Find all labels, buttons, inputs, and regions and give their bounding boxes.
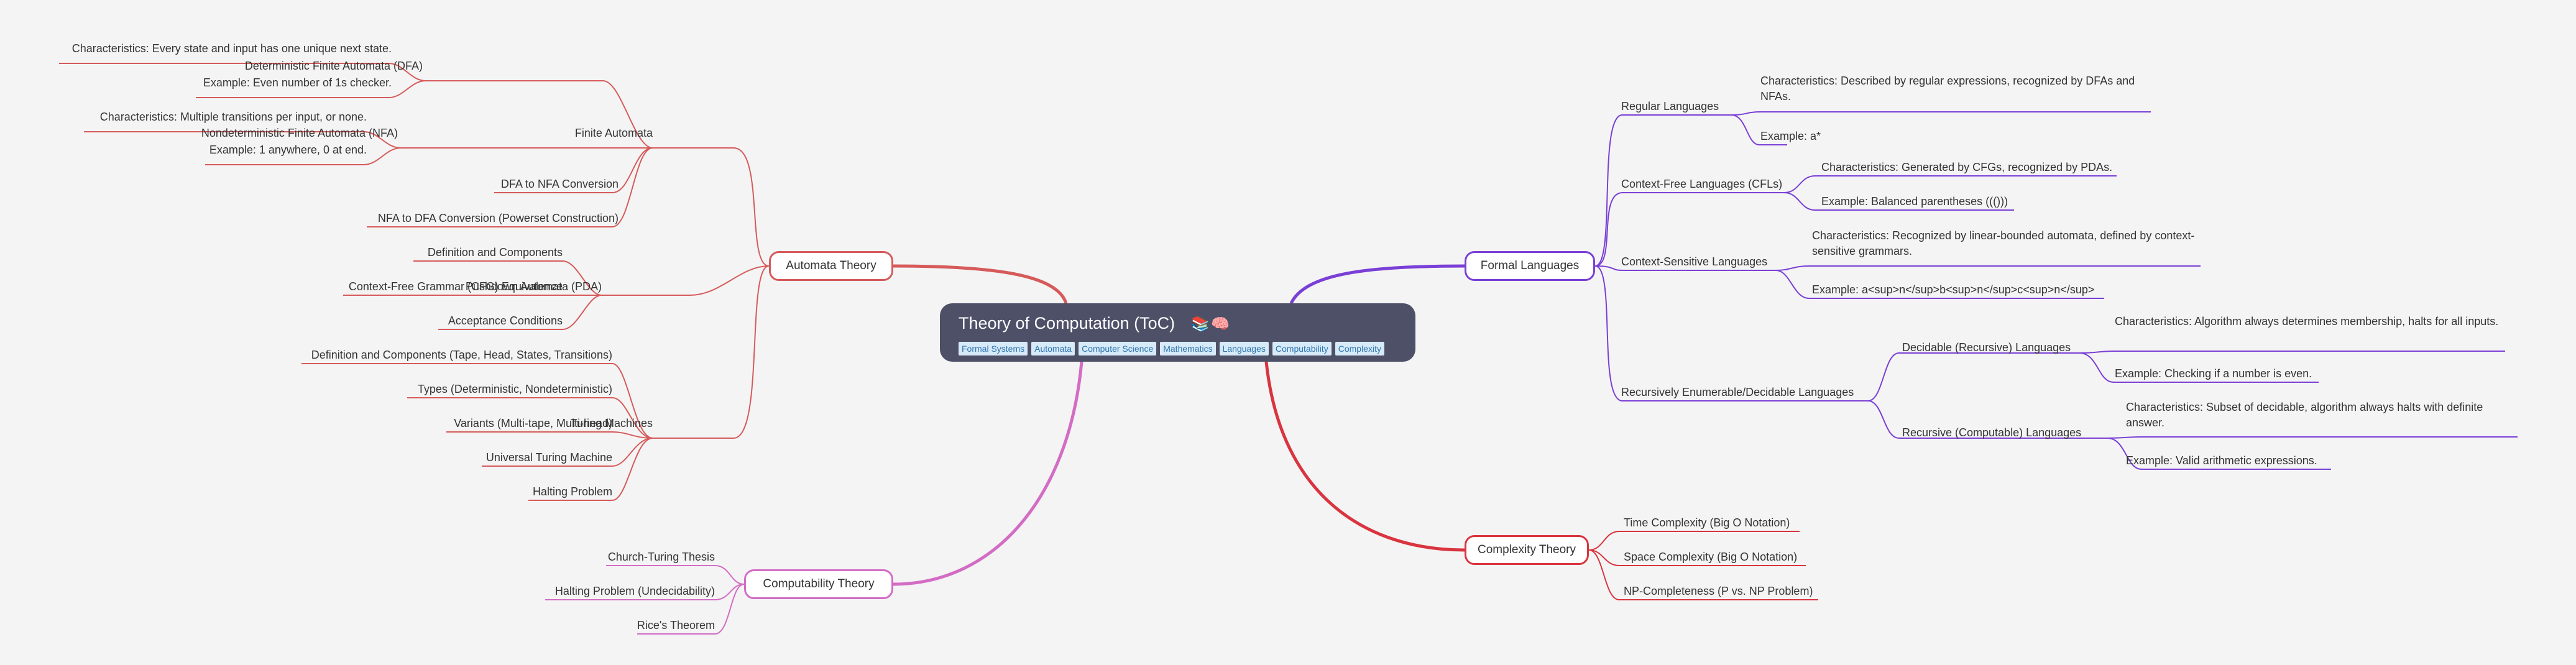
node-dfa[interactable]: Deterministic Finite Automata (DFA) <box>244 60 423 72</box>
link-root-formal <box>1289 264 1465 305</box>
node-automata-theory[interactable]: Automata Theory <box>769 251 893 281</box>
tag-automata[interactable]: Automata <box>1031 342 1075 355</box>
node-nfa[interactable]: Nondeterministic Finite Automata (NFA) <box>201 127 398 139</box>
node-church-turing[interactable]: Church-Turing Thesis <box>607 551 715 563</box>
tag-languages[interactable]: Languages <box>1219 342 1269 355</box>
node-nfa-to-dfa[interactable]: NFA to DFA Conversion (Powerset Construc… <box>377 212 619 224</box>
tag-mathematics[interactable]: Mathematics <box>1160 342 1216 355</box>
node-cfl-example[interactable]: Example: Balanced parentheses ((())) <box>1821 195 2008 208</box>
node-turing-machines[interactable]: Turing Machines <box>570 417 653 429</box>
node-nfa-characteristics[interactable]: Characteristics: Multiple transitions pe… <box>99 111 367 123</box>
link-root-complexity <box>1264 361 1465 552</box>
node-decidable-languages[interactable]: Decidable (Recursive) Languages <box>1902 341 2071 354</box>
books-brain-icon: 📚🧠 <box>1191 316 1231 332</box>
node-decidable-characteristics[interactable]: Characteristics: Algorithm always determ… <box>2115 315 2499 328</box>
node-space-complexity[interactable]: Space Complexity (Big O Notation) <box>1624 551 1798 563</box>
node-cfl-characteristics[interactable]: Characteristics: Generated by CFGs, reco… <box>1821 161 2113 173</box>
node-recursive-example[interactable]: Example: Valid arithmetic expressions. <box>2126 454 2317 467</box>
tag-computer-science[interactable]: Computer Science <box>1079 342 1157 355</box>
node-pda[interactable]: Pushdown Automata (PDA) <box>465 280 602 293</box>
node-csl[interactable]: Context-Sensitive Languages <box>1621 255 1768 268</box>
root-node[interactable]: Theory of Computation (ToC) 📚🧠 Formal Sys… <box>940 303 1415 362</box>
node-formal-languages[interactable]: Formal Languages <box>1465 251 1595 281</box>
node-pda-cfg-equivalence[interactable]: Context-Free Grammar (CFG) Equivalence <box>348 280 563 293</box>
node-re-decidable[interactable]: Recursively Enumerable/Decidable Languag… <box>1621 386 1854 398</box>
node-nfa-example[interactable]: Example: 1 anywhere, 0 at end. <box>209 144 367 156</box>
root-title: Theory of Computation (ToC) <box>959 314 1175 332</box>
node-complexity-theory[interactable]: Complexity Theory <box>1465 535 1589 565</box>
node-tm-variants[interactable]: Variants (Multi-tape, Multi-head) <box>454 417 612 429</box>
node-tm-universal[interactable]: Universal Turing Machine <box>485 451 612 464</box>
node-cfl[interactable]: Context-Free Languages (CFLs) <box>1621 178 1783 190</box>
node-np-completeness[interactable]: NP-Completeness (P vs. NP Problem) <box>1624 585 1813 597</box>
node-pda-definition[interactable]: Definition and Components <box>427 246 563 259</box>
node-recursive-languages[interactable]: Recursive (Computable) Languages <box>1902 426 2082 439</box>
node-computability-theory[interactable]: Computability Theory <box>744 569 893 599</box>
node-rices-theorem[interactable]: Rice's Theorem <box>637 619 715 631</box>
node-csl-characteristics[interactable]: Characteristics: Recognized by linear-bo… <box>1812 229 2195 257</box>
node-decidable-example[interactable]: Example: Checking if a number is even. <box>2115 367 2312 380</box>
node-dfa-example[interactable]: Example: Even number of 1s checker. <box>203 76 392 89</box>
tag-computability[interactable]: Computability <box>1272 342 1332 355</box>
tag-formal-systems[interactable]: Formal Systems <box>959 342 1028 355</box>
node-regular-example[interactable]: Example: a* <box>1760 130 1821 142</box>
node-tm-halting[interactable]: Halting Problem <box>532 485 612 498</box>
node-tm-types[interactable]: Types (Deterministic, Nondeterministic) <box>417 383 612 395</box>
node-dfa-to-nfa[interactable]: DFA to NFA Conversion <box>500 178 619 190</box>
node-tm-definition[interactable]: Definition and Components (Tape, Head, S… <box>311 349 612 361</box>
node-regular-characteristics[interactable]: Characteristics: Described by regular ex… <box>1760 75 2135 103</box>
node-finite-automata[interactable]: Finite Automata <box>574 127 653 139</box>
node-csl-example[interactable]: Example: a<sup>n</sup>b<sup>n</sup>c<sup… <box>1812 283 2095 296</box>
node-regular-languages[interactable]: Regular Languages <box>1621 100 1719 112</box>
tag-complexity[interactable]: Complexity <box>1335 342 1384 355</box>
link-root-computability <box>893 361 1083 586</box>
node-time-complexity[interactable]: Time Complexity (Big O Notation) <box>1624 516 1790 529</box>
node-halting-undecidability[interactable]: Halting Problem (Undecidability) <box>554 585 715 597</box>
link-root-automata <box>893 264 1068 304</box>
node-dfa-characteristics[interactable]: Characteristics: Every state and input h… <box>71 42 392 55</box>
node-recursive-characteristics[interactable]: Characteristics: Subset of decidable, al… <box>2126 401 2483 429</box>
node-pda-acceptance[interactable]: Acceptance Conditions <box>448 314 563 327</box>
